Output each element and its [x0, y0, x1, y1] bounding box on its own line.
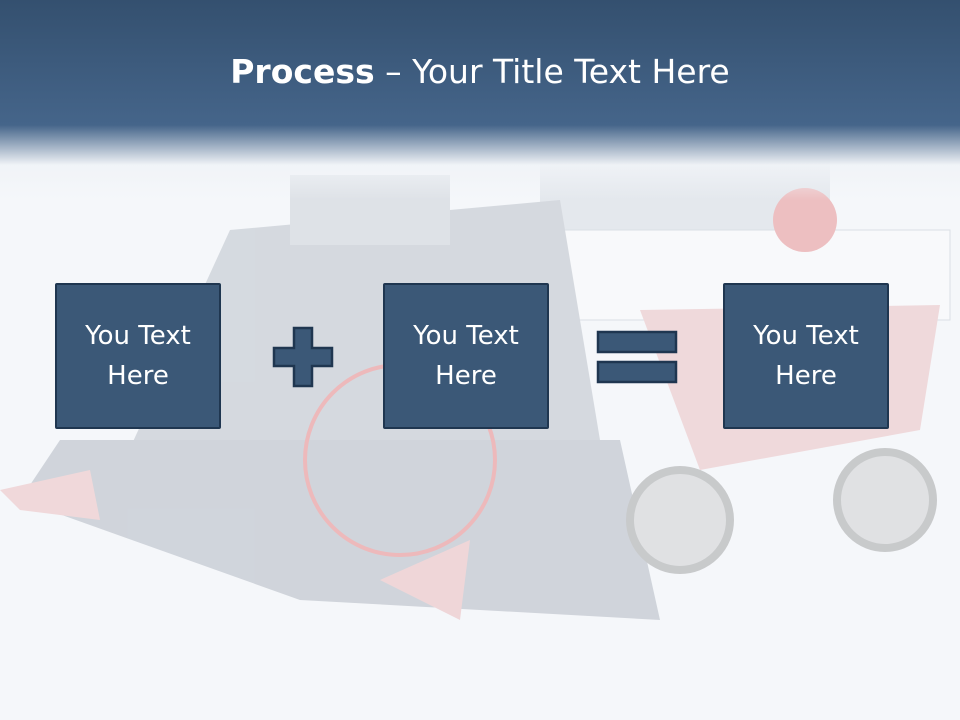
equals-icon: [596, 330, 678, 384]
process-box-result[interactable]: You Text Here: [723, 283, 889, 429]
box-text: You Text Here: [85, 321, 191, 391]
slide-title: Process – Your Title Text Here: [0, 52, 960, 91]
box-text: You Text Here: [753, 321, 859, 391]
plus-icon: [272, 326, 334, 388]
title-bold: Process: [230, 52, 375, 91]
title-rest: – Your Title Text Here: [374, 52, 730, 91]
process-box-2[interactable]: You Text Here: [383, 283, 549, 429]
process-box-1[interactable]: You Text Here: [55, 283, 221, 429]
title-banner: [0, 0, 960, 200]
box-text: You Text Here: [413, 321, 519, 391]
